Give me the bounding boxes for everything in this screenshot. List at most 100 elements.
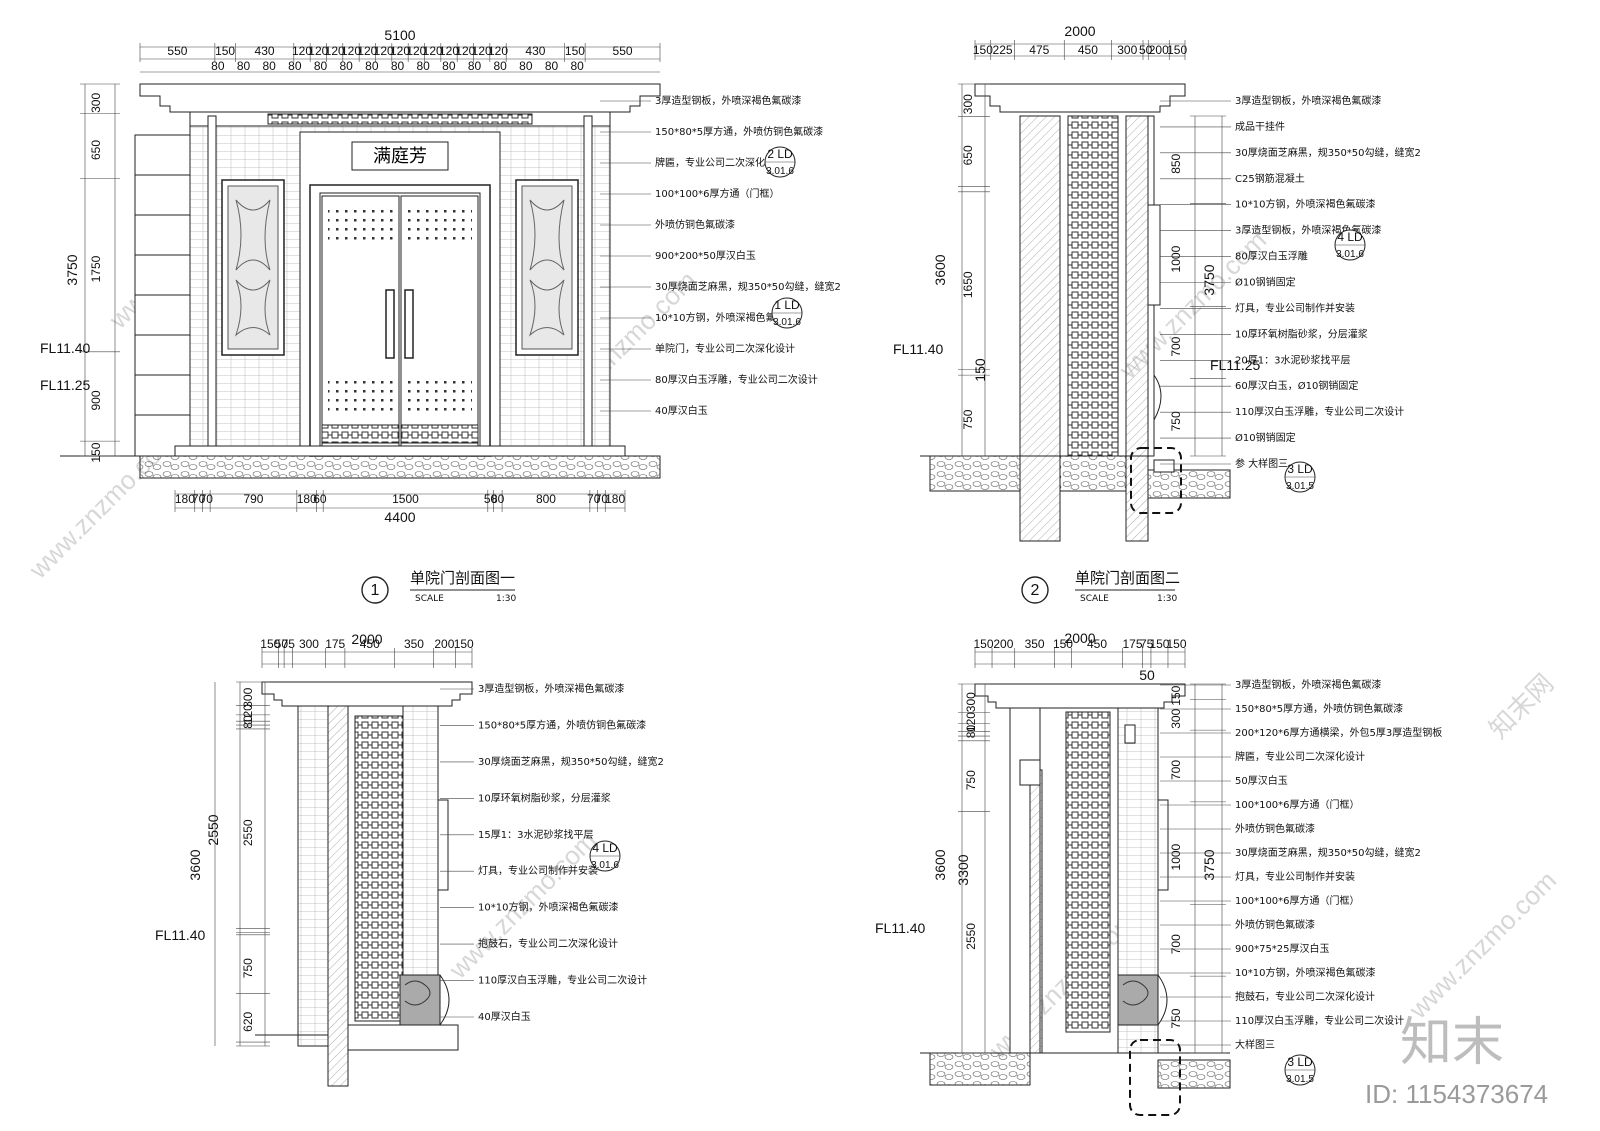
d1-bottom-label: 70: [192, 492, 206, 506]
d3-note: 30厚烧面芝麻黑，规350*50勾缝，缝宽2: [478, 755, 664, 768]
d1-note: 单院门，专业公司二次深化设计: [655, 342, 795, 355]
d1-left-label: 150: [89, 442, 103, 462]
d1-note: 牌匾，专业公司二次深化设计: [655, 156, 785, 169]
d4-note: 3厚造型钢板，外喷深褐色氟碳漆: [1235, 678, 1381, 691]
d1-bottom-label: 70: [587, 492, 601, 506]
d1-topsub-label: 80: [262, 59, 276, 73]
d4-note: 30厚烧面芝麻黑，规350*50勾缝，缝宽2: [1235, 846, 1421, 859]
d4-top-label: 175: [1122, 637, 1142, 651]
d1-topsub-label: 80: [468, 59, 482, 73]
d1-top-label: 120: [374, 44, 394, 58]
d1-note: 3厚造型钢板，外喷深褐色氟碳漆: [655, 94, 801, 107]
d4-right-label: 700: [1169, 760, 1183, 780]
d1-topsub-label: 80: [211, 59, 225, 73]
d2-note: 110厚汉白玉浮雕，专业公司二次设计: [1235, 405, 1404, 418]
d4-note: 110厚汉白玉浮雕，专业公司二次设计: [1235, 1014, 1404, 1027]
d3-top-label: 300: [299, 637, 319, 651]
d3-level: FL11.40: [155, 927, 206, 943]
d2-top-label: 450: [1078, 43, 1098, 57]
d1-bottom-label: 60: [313, 492, 327, 506]
d2-note: 20厚1：3水泥砂浆找平层: [1235, 353, 1350, 366]
d3-left-label: 120: [241, 704, 255, 724]
d1-note: 30厚烧面芝麻黑，规350*50勾缝，缝宽2: [655, 280, 841, 293]
d4-top-label: 150: [1149, 637, 1169, 651]
d1-topsub-label: 80: [365, 59, 379, 73]
svg-text:3.01.6: 3.01.6: [1336, 249, 1364, 260]
svg-text:3.01.5: 3.01.5: [1286, 481, 1314, 492]
d2-right-label: 850: [1169, 153, 1183, 173]
d2-note: 10厚环氧树脂砂浆，分层灌浆: [1235, 327, 1368, 340]
d1-topsub-label: 80: [416, 59, 430, 73]
d4-left-label: 750: [964, 770, 978, 790]
d4-note: 900*75*25厚汉白玉: [1235, 942, 1330, 955]
d3-notes: 3厚造型钢板，外喷深褐色氟碳漆150*80*5厚方通，外喷仿铜色氟碳漆30厚烧面…: [440, 682, 664, 1023]
d2-top-label: 300: [1117, 43, 1137, 57]
d1-note: 150*80*5厚方通，外喷仿铜色氟碳漆: [655, 125, 823, 138]
d3-top-label: 150: [454, 637, 474, 651]
d4-note: 150*80*5厚方通，外喷仿铜色氟碳漆: [1235, 702, 1403, 715]
brand-logo: 知末: [1400, 1013, 1504, 1073]
d4-left-total: 3600: [932, 849, 948, 880]
d4-top-label: 450: [1087, 637, 1107, 651]
d4-top-label: 200: [993, 637, 1013, 651]
d2-left-label: 750: [961, 409, 975, 429]
d1-note: 80厚汉白玉浮雕，专业公司二次设计: [655, 373, 818, 386]
d2-right-total: 3750: [1201, 264, 1217, 295]
d1-top-label: 150: [565, 44, 585, 58]
svg-text:2 LD: 2 LD: [767, 147, 793, 161]
d2-top-label: 200: [1149, 43, 1169, 57]
d1-top-label: 120: [325, 44, 345, 58]
d1-notes: 3厚造型钢板，外喷深褐色氟碳漆 150*80*5厚方通，外喷仿铜色氟碳漆牌匾，专业…: [600, 94, 841, 417]
d4-note: 200*120*6厚方通横梁，外包5厚3厚造型钢板: [1235, 726, 1442, 739]
d4-note: 外喷仿铜色氟碳漆: [1235, 918, 1315, 931]
d1-topsub-label: 80: [314, 59, 328, 73]
d4-right-label: 750: [1169, 1008, 1183, 1028]
d3-top-label: 350: [404, 637, 424, 651]
d2-note: Ø10钢销固定: [1235, 431, 1296, 444]
d4-level: FL11.40: [875, 920, 926, 936]
d1-callout-2ld: 2 LD 3.01.6: [764, 146, 796, 178]
d3-top-label: 75: [282, 637, 296, 651]
d2-note: 60厚汉白玉，Ø10钢销固定: [1235, 379, 1358, 392]
d1-bottom-label: 790: [243, 492, 263, 506]
d2-note: 参 大样图三: [1235, 457, 1288, 470]
d2-top-total: 2000: [1064, 23, 1095, 39]
d1-top-label: 120: [308, 44, 328, 58]
d1-topsub-label: 80: [493, 59, 507, 73]
d4-right-label: 150: [1169, 685, 1183, 705]
d4-top-label: 150: [973, 637, 993, 651]
d2-left-label: 300: [961, 94, 975, 114]
d2-level-1: FL11.40: [893, 341, 944, 357]
d1-bottom-label: 180: [297, 492, 317, 506]
d4-right-label: 300: [1169, 708, 1183, 728]
d3-left-total: 3600: [187, 849, 203, 880]
d1-left-label: 300: [89, 93, 103, 113]
d3-callout-4ld: 4 LD 3.01.6: [589, 840, 621, 872]
d3-note: 40厚汉白玉: [478, 1010, 531, 1023]
d1-top-label: 120: [455, 44, 475, 58]
d4-note: 大样图三: [1235, 1038, 1275, 1051]
watermark-site-8: 知末网: [1483, 668, 1559, 744]
d1-topsub-label: 80: [288, 59, 302, 73]
d1-top-label: 430: [255, 44, 275, 58]
svg-text:2: 2: [1031, 582, 1040, 599]
d1-top-label: 120: [357, 44, 377, 58]
d3-left-label: 750: [241, 958, 255, 978]
d2-left-total: 3600: [932, 254, 948, 285]
d1-top-label: 550: [613, 44, 633, 58]
d2-note: 80厚汉白玉浮雕: [1235, 250, 1308, 263]
d1-note: 10*10方钢，外喷深褐色氟碳漆: [655, 311, 795, 324]
d1-bottom-label: 1500: [392, 492, 419, 506]
d3-note: 110厚汉白玉浮雕，专业公司二次设计: [478, 974, 647, 987]
d4-left-label: 120: [964, 712, 978, 732]
d1-title-block: 1 单院门剖面图一 SCALE 1:30: [361, 569, 516, 604]
